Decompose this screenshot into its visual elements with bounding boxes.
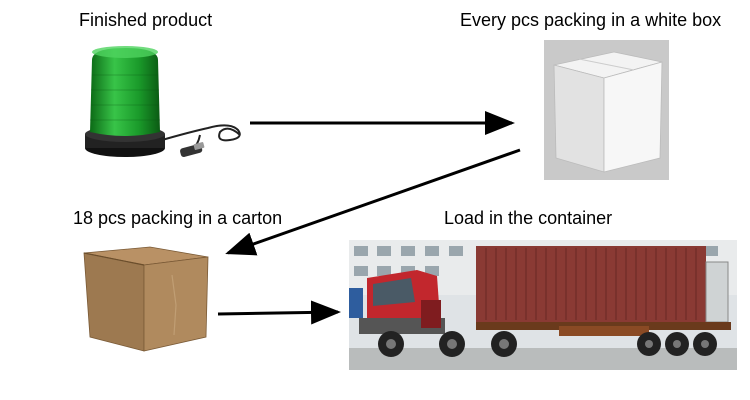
carton-box-icon [80, 245, 212, 355]
arrow-white-box-to-carton [225, 148, 521, 256]
green-beacon-light-icon [80, 40, 250, 170]
finished-product-label: Finished product [79, 10, 213, 30]
container-truck-icon [349, 240, 737, 370]
arrow-carton-to-container [217, 300, 341, 325]
white-box-label: Every pcs packing in a white box [460, 10, 722, 30]
white-box-icon [544, 40, 669, 180]
container-label: Load in the container [444, 208, 613, 228]
carton-label: 18 pcs packing in a carton [73, 208, 283, 228]
